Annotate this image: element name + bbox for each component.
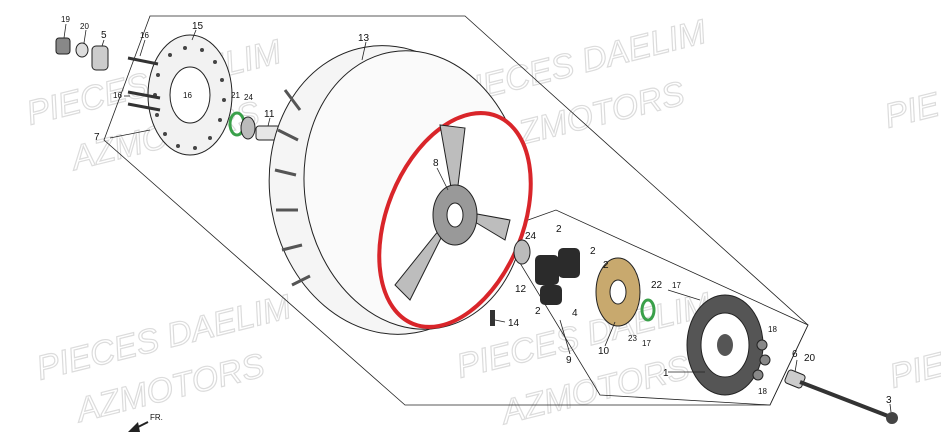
washer-part <box>75 42 89 58</box>
callout-15: 15 <box>192 21 204 32</box>
callout-19: 19 <box>61 15 70 24</box>
callout-13: 13 <box>358 33 370 44</box>
callout-18: 18 <box>768 325 777 334</box>
axle-shaft <box>799 380 889 418</box>
sprocket-nuts <box>752 339 771 381</box>
callout-7: 7 <box>94 132 100 143</box>
bearing-left <box>240 116 256 140</box>
bearing-right <box>513 239 531 265</box>
rubber-dampers <box>535 248 580 305</box>
valve-stem <box>490 310 495 326</box>
callout-5: 5 <box>101 30 107 41</box>
callout-9: 9 <box>566 355 572 366</box>
leader-lines <box>63 23 892 413</box>
callout-1: 1 <box>663 368 669 379</box>
callout-2: 2 <box>556 224 562 235</box>
callout-16: 16 <box>140 31 149 40</box>
callout-16: 16 <box>113 91 122 100</box>
watermark-text: PIE <box>881 86 941 136</box>
callout-18: 18 <box>758 387 767 396</box>
callout-17: 17 <box>642 339 651 348</box>
axle-head <box>886 412 898 424</box>
callout-16: 16 <box>183 91 192 100</box>
callout-23: 23 <box>628 334 637 343</box>
callout-24: 24 <box>244 93 253 102</box>
direction-label: FR. <box>150 413 163 422</box>
callout-20: 20 <box>80 22 89 31</box>
watermark-text: PIE <box>886 346 941 396</box>
callout-3: 3 <box>886 395 892 406</box>
wheel-spokes <box>394 124 511 301</box>
callout-2: 2 <box>590 246 596 257</box>
callout-14: 14 <box>508 318 520 329</box>
brake-disc <box>147 34 233 156</box>
callout-17: 17 <box>672 281 681 290</box>
disc-bolts <box>127 56 161 112</box>
front-direction-arrow: FR. <box>128 413 163 432</box>
nut-part <box>55 37 71 55</box>
sprocket <box>686 294 764 396</box>
callout-8: 8 <box>433 158 439 169</box>
sprocket-frame-outline <box>499 209 809 406</box>
callout-12: 12 <box>515 284 527 295</box>
part-callouts: 19 20 5 15 16 16 16 7 21 24 11 13 8 24 2… <box>61 15 892 406</box>
callout-24: 24 <box>525 231 537 242</box>
callout-2: 2 <box>535 306 541 317</box>
callout-22: 22 <box>651 280 663 291</box>
sprocket-hub <box>595 257 641 327</box>
callout-4: 4 <box>572 308 578 319</box>
oil-seal-right <box>640 298 656 322</box>
callout-20: 20 <box>804 353 816 364</box>
callout-11: 11 <box>264 109 275 120</box>
callout-21: 21 <box>231 91 240 100</box>
callout-6: 6 <box>792 349 798 360</box>
callout-2: 2 <box>603 260 609 271</box>
collar-part <box>91 45 109 71</box>
axle-collar <box>784 369 806 389</box>
callout-10: 10 <box>598 346 610 357</box>
